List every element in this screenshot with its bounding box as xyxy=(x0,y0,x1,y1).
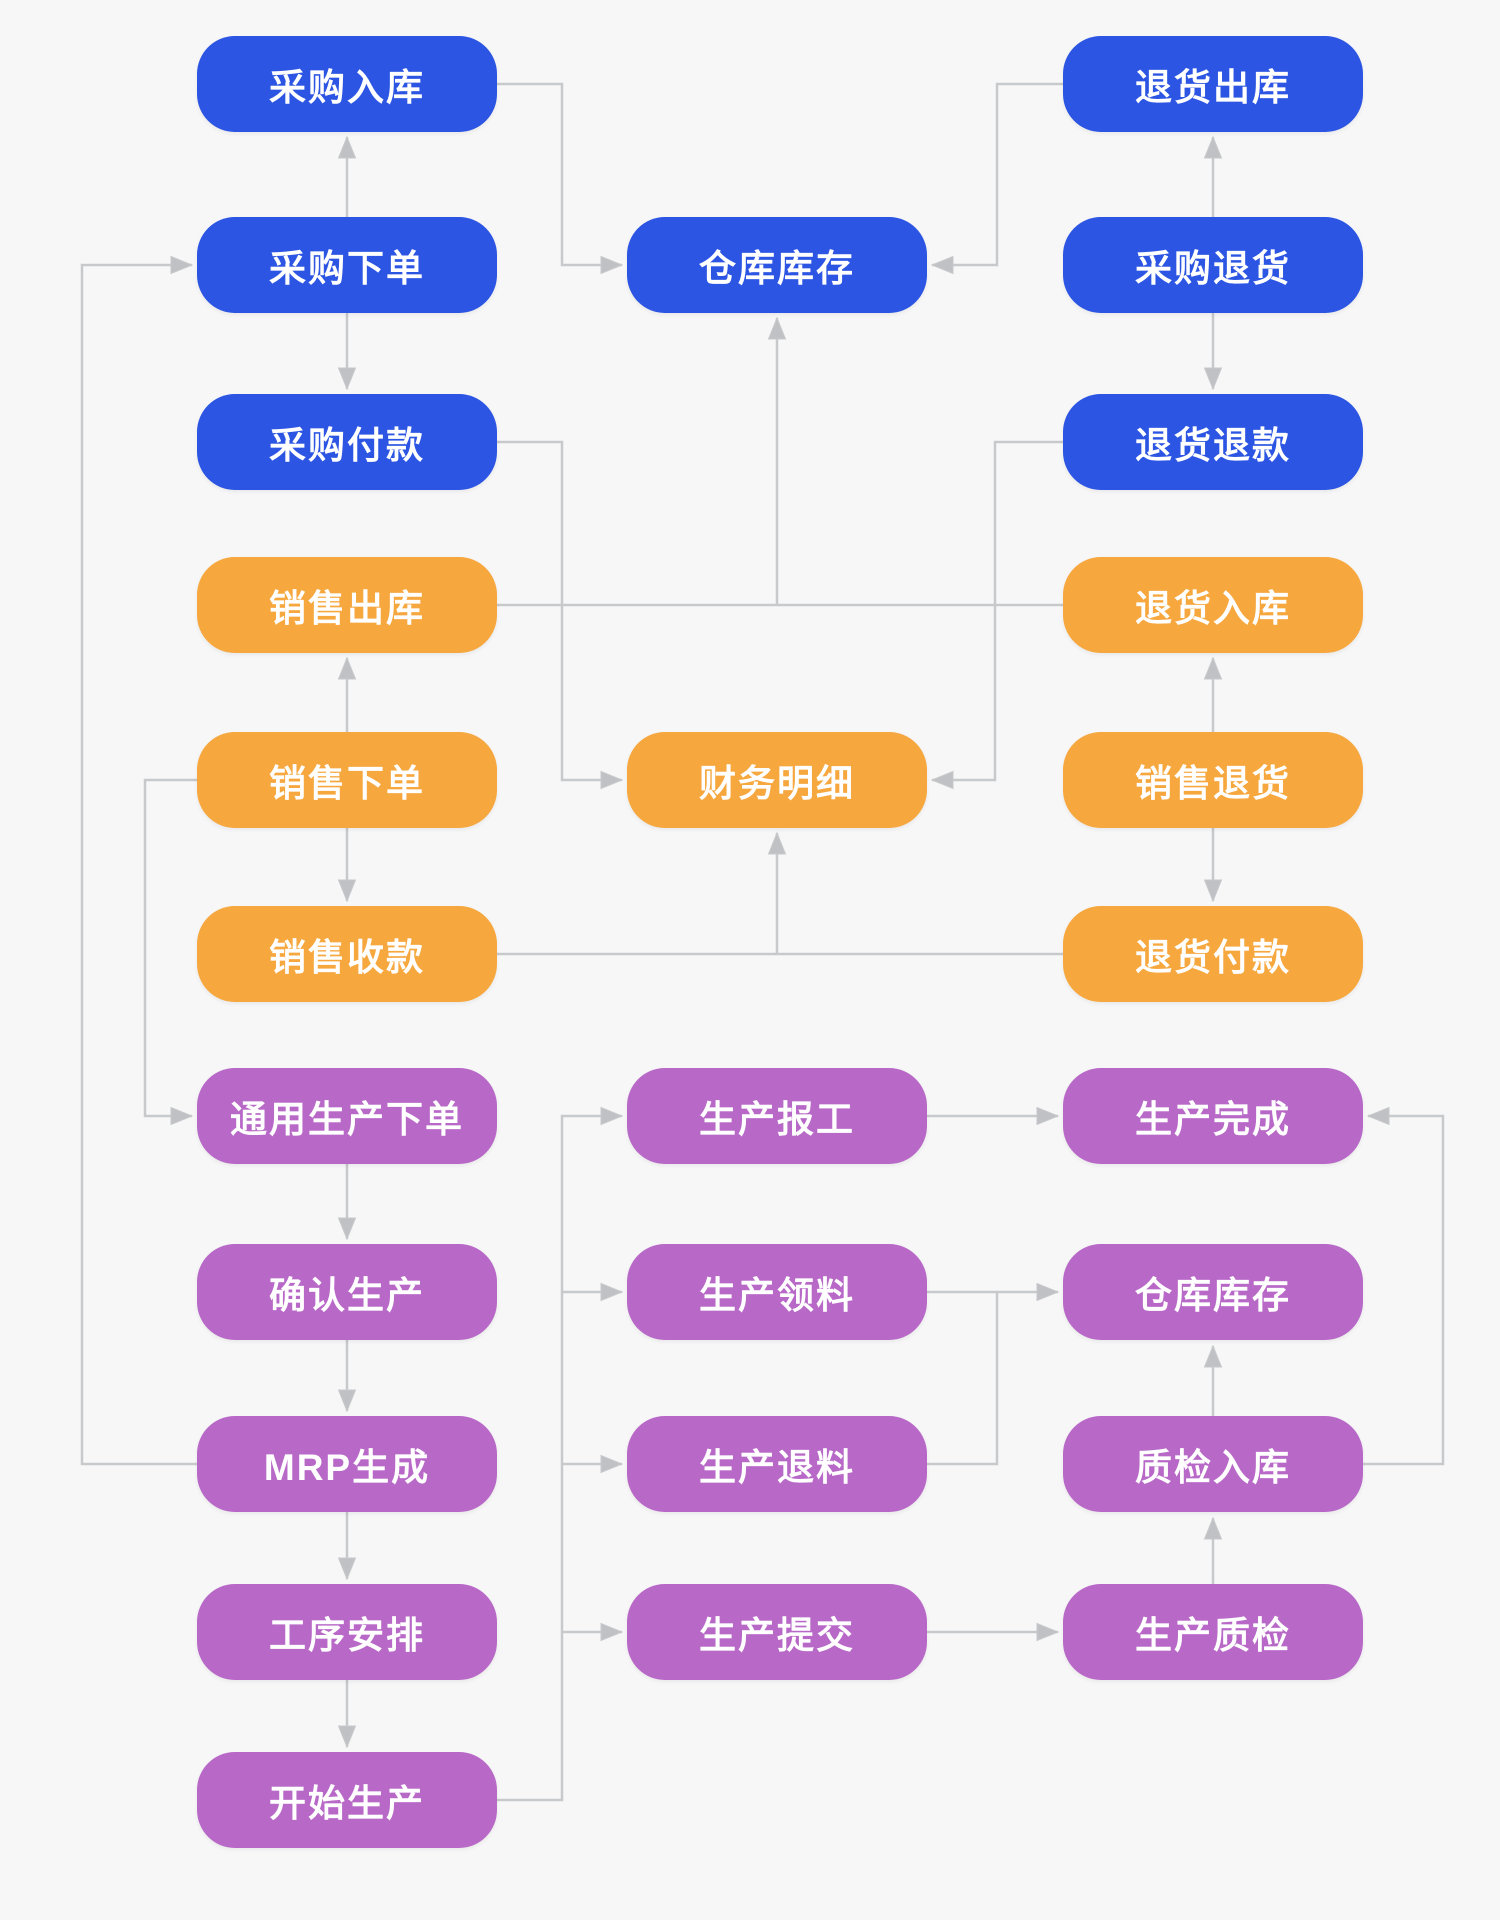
arrowhead-icon xyxy=(337,367,357,391)
node-production-report: 生产报工 xyxy=(627,1068,927,1164)
node-general-production-order: 通用生产下单 xyxy=(197,1068,497,1164)
edge-general-production-to-confirm xyxy=(337,1164,357,1241)
node-purchase-payment: 采购付款 xyxy=(197,394,497,490)
edge-return-refund-to-finance xyxy=(930,440,1063,790)
edge-purchase-return-to-return-refund xyxy=(1203,313,1223,391)
edge-return-outbound-to-warehouse xyxy=(930,82,1063,275)
arrowhead-icon xyxy=(600,1454,624,1474)
arrowhead-icon xyxy=(1036,1622,1060,1642)
edge-purchase-inbound-to-warehouse xyxy=(497,82,624,275)
node-sales-outbound: 销售出库 xyxy=(197,557,497,653)
edge-production-qc-to-qc-inbound xyxy=(1203,1516,1223,1584)
edge-start-production-trunk-to-report xyxy=(497,1106,624,1802)
edge-link-up-to-warehouse xyxy=(767,316,787,605)
node-production-material-return: 生产退料 xyxy=(627,1416,927,1512)
arrowhead-icon xyxy=(600,255,624,275)
node-confirm-production: 确认生产 xyxy=(197,1244,497,1340)
edge-submit-to-production-qc xyxy=(927,1622,1060,1642)
edge-mrp-to-purchase-order xyxy=(80,255,197,1466)
arrowhead-icon xyxy=(337,1725,357,1749)
edge-report-to-complete xyxy=(927,1106,1060,1126)
node-process-arrange: 工序安排 xyxy=(197,1584,497,1680)
edge-process-arrange-to-start xyxy=(337,1680,357,1749)
edge-picking-to-warehouse2 xyxy=(927,1282,1060,1302)
node-production-qc: 生产质检 xyxy=(1063,1584,1363,1680)
arrowhead-icon xyxy=(600,770,624,790)
node-production-picking: 生产领料 xyxy=(627,1244,927,1340)
node-return-inbound: 退货入库 xyxy=(1063,557,1363,653)
node-warehouse-inventory-2: 仓库库存 xyxy=(1063,1244,1363,1340)
arrowhead-icon xyxy=(1203,1344,1223,1368)
arrowhead-icon xyxy=(337,1557,357,1581)
arrowhead-icon xyxy=(1036,1282,1060,1302)
edge-purchase-order-to-purchase-payment xyxy=(337,313,357,391)
node-return-outbound: 退货出库 xyxy=(1063,36,1363,132)
edge-link-up-to-finance xyxy=(767,831,787,954)
node-finance-detail: 财务明细 xyxy=(627,732,927,828)
node-sales-return: 销售退货 xyxy=(1063,732,1363,828)
node-purchase-inbound: 采购入库 xyxy=(197,36,497,132)
edge-purchase-order-to-purchase-inbound xyxy=(337,135,357,217)
edge-confirm-to-mrp xyxy=(337,1340,357,1413)
arrowhead-icon xyxy=(337,879,357,903)
arrowhead-icon xyxy=(1203,135,1223,159)
edge-trunk-to-picking xyxy=(562,1282,624,1302)
node-sales-collection: 销售收款 xyxy=(197,906,497,1002)
arrowhead-icon xyxy=(170,1106,194,1126)
node-purchase-order: 采购下单 xyxy=(197,217,497,313)
edge-purchase-payment-to-finance xyxy=(497,440,624,790)
arrowhead-icon xyxy=(930,255,954,275)
arrowhead-icon xyxy=(767,316,787,340)
arrowhead-icon xyxy=(1203,367,1223,391)
node-production-submit: 生产提交 xyxy=(627,1584,927,1680)
node-purchase-return: 采购退货 xyxy=(1063,217,1363,313)
arrowhead-icon xyxy=(1203,1516,1223,1540)
arrowhead-icon xyxy=(600,1282,624,1302)
edge-trunk-to-material-return xyxy=(562,1454,624,1474)
node-warehouse-inventory: 仓库库存 xyxy=(627,217,927,313)
edge-qc-inbound-to-warehouse2 xyxy=(1203,1344,1223,1416)
node-sales-order: 销售下单 xyxy=(197,732,497,828)
node-production-complete: 生产完成 xyxy=(1063,1068,1363,1164)
edge-sales-order-to-sales-collection xyxy=(337,828,357,903)
arrowhead-icon xyxy=(170,255,194,275)
arrowhead-icon xyxy=(1036,1106,1060,1126)
arrowhead-icon xyxy=(600,1106,624,1126)
arrowhead-icon xyxy=(600,1622,624,1642)
arrowhead-icon xyxy=(337,1389,357,1413)
edge-mrp-to-process-arrange xyxy=(337,1512,357,1581)
edge-sales-order-to-general-production xyxy=(143,778,197,1126)
edge-purchase-return-to-return-outbound xyxy=(1203,135,1223,217)
arrowhead-icon xyxy=(1203,656,1223,680)
node-return-payment: 退货付款 xyxy=(1063,906,1363,1002)
edge-trunk-to-submit xyxy=(562,1622,624,1642)
arrowhead-icon xyxy=(1366,1106,1390,1126)
arrowhead-icon xyxy=(337,656,357,680)
arrowhead-icon xyxy=(767,831,787,855)
edge-sales-return-to-return-inbound xyxy=(1203,656,1223,732)
node-mrp-generate: MRP生成 xyxy=(197,1416,497,1512)
node-start-production: 开始生产 xyxy=(197,1752,497,1848)
arrowhead-icon xyxy=(337,135,357,159)
edge-sales-return-to-return-payment xyxy=(1203,828,1223,903)
edge-material-return-join-picking-line xyxy=(927,1292,999,1466)
node-qc-inbound: 质检入库 xyxy=(1063,1416,1363,1512)
edge-qc-inbound-to-complete xyxy=(1363,1106,1445,1466)
arrowhead-icon xyxy=(1203,879,1223,903)
arrowhead-icon xyxy=(337,1217,357,1241)
edge-sales-order-to-sales-outbound xyxy=(337,656,357,732)
node-return-refund: 退货退款 xyxy=(1063,394,1363,490)
arrowhead-icon xyxy=(930,770,954,790)
